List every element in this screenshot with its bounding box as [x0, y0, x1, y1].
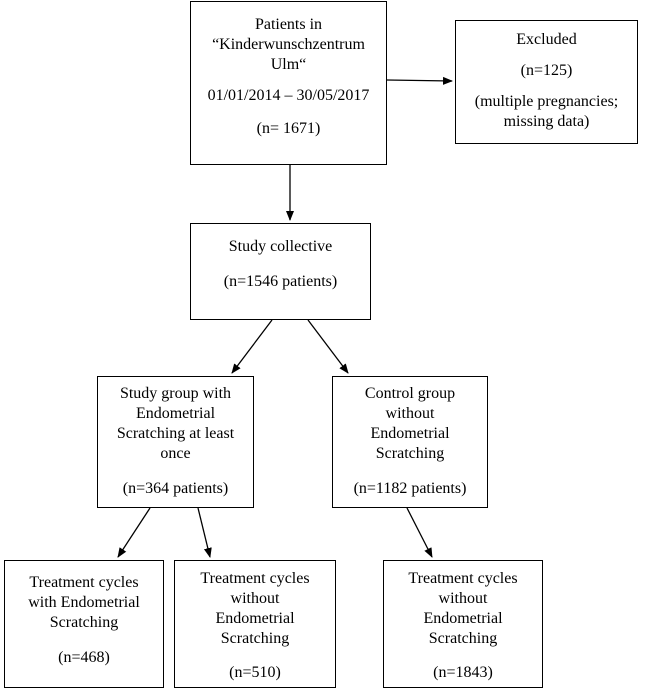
- arrow-collective-to-study-group: [231, 319, 273, 374]
- control-group-line1: Control group: [364, 385, 456, 402]
- patients-box: Patients in “Kinderwunschzentrum Ulm“ 01…: [190, 1, 387, 165]
- arrow-study-to-cycles-with: [117, 507, 151, 558]
- cycles-with-es-line3: Scratching: [49, 614, 119, 631]
- cycles-without-es-study-box: Treatment cycles without Endometrial Scr…: [174, 560, 336, 688]
- arrow-collective-to-control-group: [307, 319, 349, 374]
- study-collective-count: (n=1546 patients): [223, 273, 338, 290]
- excluded-reason-line1: (multiple pregnancies;: [474, 93, 619, 110]
- cycles-with-es-count: (n=468): [58, 649, 110, 666]
- study-group-line2: Endometrial: [135, 405, 216, 422]
- control-group-line3: Endometrial: [370, 425, 450, 442]
- cycles-without-es-control-line3: Endometrial: [423, 610, 503, 627]
- cycles-without-es-study-count: (n=510): [229, 664, 281, 681]
- control-group-line4: Scratching: [375, 445, 445, 462]
- study-collective-title: Study collective: [228, 238, 333, 255]
- study-collective-box: Study collective (n=1546 patients): [190, 223, 371, 320]
- patients-line2: “Kinderwunschzentrum: [212, 36, 365, 53]
- patients-line3: Ulm“: [270, 56, 307, 73]
- cycles-without-es-study-line2: without: [230, 590, 280, 607]
- arrow-study-to-cycles-without: [197, 507, 212, 558]
- cycles-without-es-control-line1: Treatment cycles: [408, 570, 518, 587]
- cycles-without-es-control-box: Treatment cycles without Endometrial Scr…: [383, 560, 543, 688]
- cycles-without-es-control-count: (n=1843): [433, 664, 493, 681]
- study-group-count: (n=364 patients): [122, 480, 229, 497]
- patients-dates: 01/01/2014 – 30/05/2017: [207, 87, 370, 104]
- cycles-without-es-control-line4: Scratching: [428, 630, 498, 647]
- arrow-patients-to-excluded: [386, 76, 453, 85]
- cycles-with-es-line2: with Endometrial: [28, 594, 140, 611]
- study-group-box: Study group with Endometrial Scratching …: [97, 376, 254, 508]
- patients-count: (n= 1671): [256, 120, 321, 137]
- control-group-count: (n=1182 patients): [353, 480, 467, 497]
- cycles-without-es-control-line2: without: [438, 590, 488, 607]
- excluded-reason-line2: missing data): [503, 113, 590, 130]
- cycles-with-es-box: Treatment cycles with Endometrial Scratc…: [4, 560, 164, 688]
- excluded-title: Excluded: [516, 31, 577, 48]
- cycles-without-es-study-line1: Treatment cycles: [200, 570, 310, 587]
- cycles-without-es-study-line3: Endometrial: [215, 610, 295, 627]
- excluded-count: (n=125): [520, 62, 573, 79]
- cycles-without-es-study-line4: Scratching: [220, 630, 290, 647]
- study-group-line1: Study group with: [119, 385, 232, 402]
- cycles-with-es-line1: Treatment cycles: [29, 574, 139, 591]
- study-group-line3: Scratching at least: [116, 425, 235, 442]
- control-group-box: Control group without Endometrial Scratc…: [332, 376, 488, 508]
- patients-line1: Patients in: [254, 16, 323, 33]
- control-group-line2: without: [385, 405, 435, 422]
- arrow-control-to-cycles-without: [406, 507, 433, 558]
- excluded-box: Excluded (n=125) (multiple pregnancies; …: [455, 20, 638, 144]
- study-group-line4: once: [160, 445, 191, 462]
